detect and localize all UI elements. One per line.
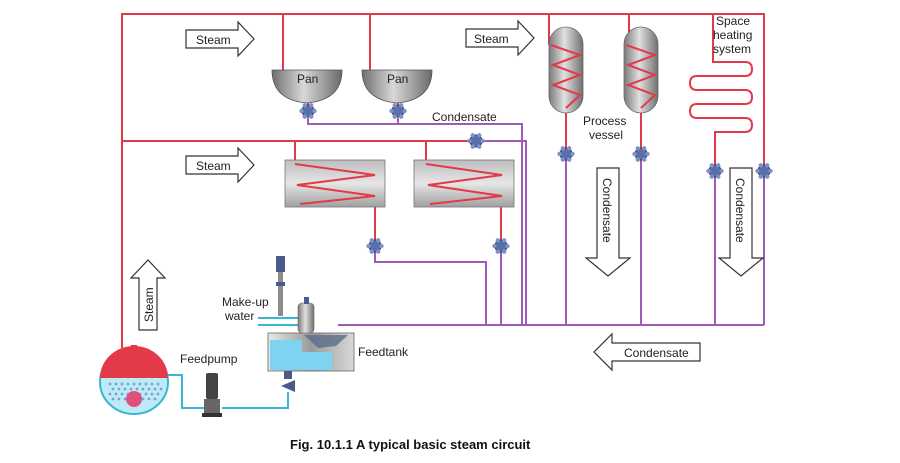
svg-text:Condensate: Condensate	[733, 178, 747, 243]
steam-trap-9	[492, 238, 510, 254]
steam-arrow-top-mid: Steam	[465, 19, 535, 57]
condensate-arrow-vertical-left: Condensate	[584, 167, 632, 277]
steam-arrow-mid-left: Steam	[185, 146, 255, 184]
steam-trap-3	[467, 133, 485, 149]
condensate-return-arrow: Condensate	[593, 332, 701, 372]
condensate-arrow-vertical-right: Condensate	[717, 167, 765, 277]
svg-text:Condensate: Condensate	[624, 346, 689, 360]
svg-text:Pan: Pan	[297, 72, 318, 86]
svg-text:Space: Space	[716, 14, 750, 28]
makeup-water-label: Make-up water	[222, 295, 269, 323]
process-vessel-1	[548, 26, 584, 114]
process-vessel-2	[623, 26, 659, 114]
steam-trap-8	[366, 238, 384, 254]
figure-caption: Fig. 10.1.1 A typical basic steam circui…	[290, 437, 531, 452]
svg-text:water: water	[224, 309, 254, 323]
condensate-label-top: Condensate	[432, 110, 497, 124]
heat-exchanger-2	[413, 159, 515, 208]
pan-1: Pan	[271, 69, 343, 104]
steam-trap-4	[557, 146, 575, 162]
feedtank-outlet-valve	[281, 371, 295, 392]
svg-text:Feedpump: Feedpump	[180, 352, 238, 366]
boiler	[99, 345, 169, 415]
steam-trap-7	[755, 163, 773, 179]
feedtank: Feedtank	[267, 332, 409, 372]
svg-text:system: system	[713, 42, 751, 56]
steam-pipework	[121, 13, 765, 348]
svg-text:vessel: vessel	[589, 128, 623, 142]
steam-trap-5	[632, 146, 650, 162]
feedpump: Feedpump	[180, 352, 238, 417]
svg-text:Steam: Steam	[196, 33, 231, 47]
steam-arrow-vertical: Steam	[129, 259, 167, 331]
steam-trap-2	[389, 103, 407, 119]
svg-text:heating: heating	[713, 28, 752, 42]
condensate-pipework	[307, 118, 765, 326]
feedwater-pipework	[166, 317, 300, 409]
steam-trap-1	[299, 103, 317, 119]
steam-traps	[299, 103, 773, 254]
deaerator-head	[297, 297, 315, 334]
process-vessel-label: Process vessel	[583, 114, 626, 142]
heat-exchanger-1	[284, 159, 386, 208]
boiler-tubes	[108, 382, 163, 401]
space-heating-label: Space heating system	[713, 14, 752, 56]
svg-text:Pan: Pan	[387, 72, 408, 86]
steam-arrow-top-left: Steam	[185, 20, 255, 58]
svg-text:Steam: Steam	[474, 32, 509, 46]
svg-text:Make-up: Make-up	[222, 295, 269, 309]
svg-text:Condensate: Condensate	[600, 178, 614, 243]
svg-text:Steam: Steam	[196, 159, 231, 173]
steam-trap-6	[706, 163, 724, 179]
svg-text:Process: Process	[583, 114, 626, 128]
feedtank-level-controller	[276, 256, 285, 316]
svg-text:Feedtank: Feedtank	[358, 345, 409, 359]
svg-text:Steam: Steam	[142, 287, 156, 322]
pan-2: Pan	[361, 69, 433, 104]
